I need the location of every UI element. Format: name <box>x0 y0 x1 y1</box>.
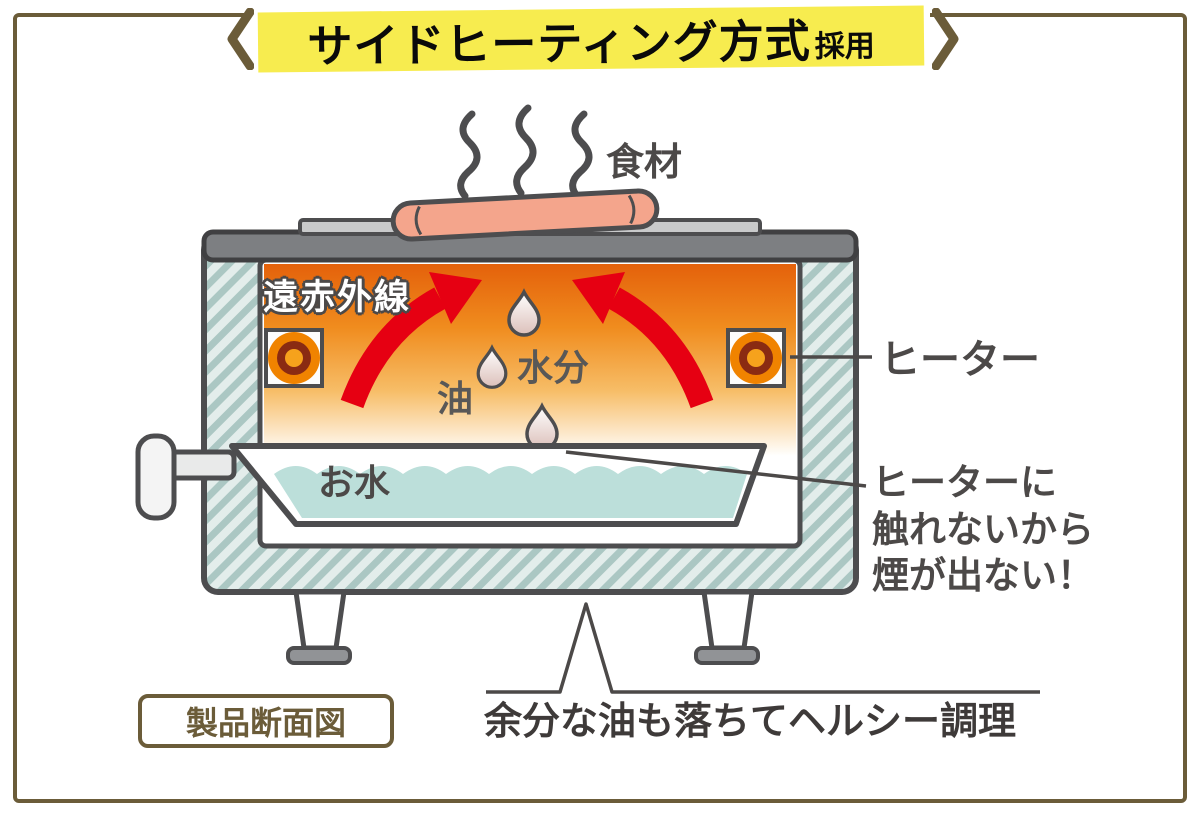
food-sausage-icon <box>390 188 660 242</box>
no-smoke-leader-line <box>565 450 867 488</box>
chevron-right-icon <box>932 8 959 70</box>
healthy-cooking-note: 余分な油も落ちてヘルシー調理 <box>484 699 1017 743</box>
no-smoke-note: ヒーターに 触れないから 煙が出ない！ <box>872 461 1094 598</box>
infrared-arrow-right <box>572 272 714 409</box>
heater-left-icon <box>264 328 324 388</box>
title-banner: サイドヒーティング方式 採用 <box>257 5 925 73</box>
water-label: お水 <box>318 463 391 504</box>
infrared-arrow-left <box>340 272 482 409</box>
oil-droplet-icon <box>476 344 508 389</box>
heater-right-icon <box>726 328 786 388</box>
title-main: サイドヒーティング方式 <box>307 14 811 73</box>
moisture-label: 水分 <box>517 348 590 389</box>
moisture-droplet-icon <box>507 288 541 337</box>
food-label: 食材 <box>606 140 683 184</box>
far-infrared-label: 遠赤外線 <box>263 278 412 318</box>
leg-right <box>694 589 760 665</box>
heater-label: ヒーター <box>880 337 1040 383</box>
appliance-lid <box>201 229 859 263</box>
tray-handle-grip <box>135 433 177 521</box>
leg-left <box>286 589 352 665</box>
oil-label: 油 <box>437 379 474 420</box>
water-fill <box>274 466 747 518</box>
healthy-bracket-line <box>486 602 1040 694</box>
cross-section-badge-label: 製品断面図 <box>185 704 346 742</box>
steam-icon <box>457 104 593 200</box>
title-suffix: 採用 <box>814 29 875 65</box>
chevron-left-icon <box>227 8 254 70</box>
cross-section-badge: 製品断面図 <box>138 694 394 748</box>
